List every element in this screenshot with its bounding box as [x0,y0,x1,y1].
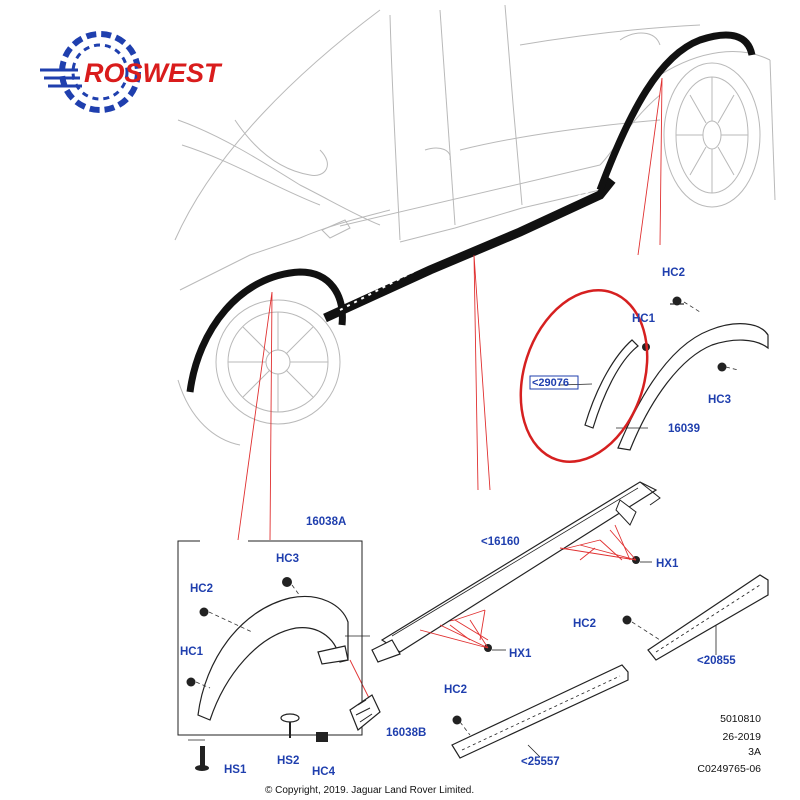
label-hc4: HC4 [312,766,336,778]
label-hc2-bottom: HC2 [444,684,467,696]
label-25557: <25557 [521,756,560,768]
label-hc2-box: HC2 [190,583,213,595]
roswest-logo: ROSWEST [40,31,223,113]
rear-arch-assembly [559,296,769,451]
vehicle-outline [174,4,776,446]
label-hc3-box: HC3 [276,553,299,565]
reference-block: 5010810 26-2019 3A C0249765-06 [697,713,761,775]
label-20855: <20855 [697,655,736,667]
copyright-text: © Copyright, 2019. Jaguar Land Rover Lim… [265,785,474,796]
label-16160: <16160 [481,536,520,548]
highlight-circle [519,289,649,463]
sill-moulding-16160 [371,481,661,663]
label-hs1: HS1 [224,764,247,776]
ref-date: 26-2019 [722,731,761,743]
ref-number: C0249765-06 [697,763,761,775]
label-hc3-top: HC3 [708,394,731,406]
logo-text: ROSWEST [84,58,223,88]
label-hx1-right: HX1 [656,558,679,570]
label-29076: <29076 [532,377,569,389]
label-hc1-top: HC1 [632,313,656,325]
inset-16038a [177,540,381,771]
part-29076-box [529,375,579,390]
label-hc1-box: HC1 [180,646,204,658]
label-16038b: 16038B [386,727,426,739]
callout-labels: HC2 HC1 HC3 <29076 16039 16038A <16160 H… [180,267,736,778]
label-hc2-right: HC2 [573,618,596,630]
label-hx1-mid: HX1 [509,648,532,660]
label-16038a: 16038A [306,516,346,528]
label-hs2: HS2 [277,755,299,767]
rocker-moulding-20855 [622,574,769,661]
ref-rev: 3A [748,746,761,758]
label-hc2-top: HC2 [662,267,685,279]
lower-moulding-25557 [451,664,629,759]
label-16039: 16039 [668,423,700,435]
vehicle-mouldings [186,31,756,393]
ref-code: 5010810 [720,713,761,725]
